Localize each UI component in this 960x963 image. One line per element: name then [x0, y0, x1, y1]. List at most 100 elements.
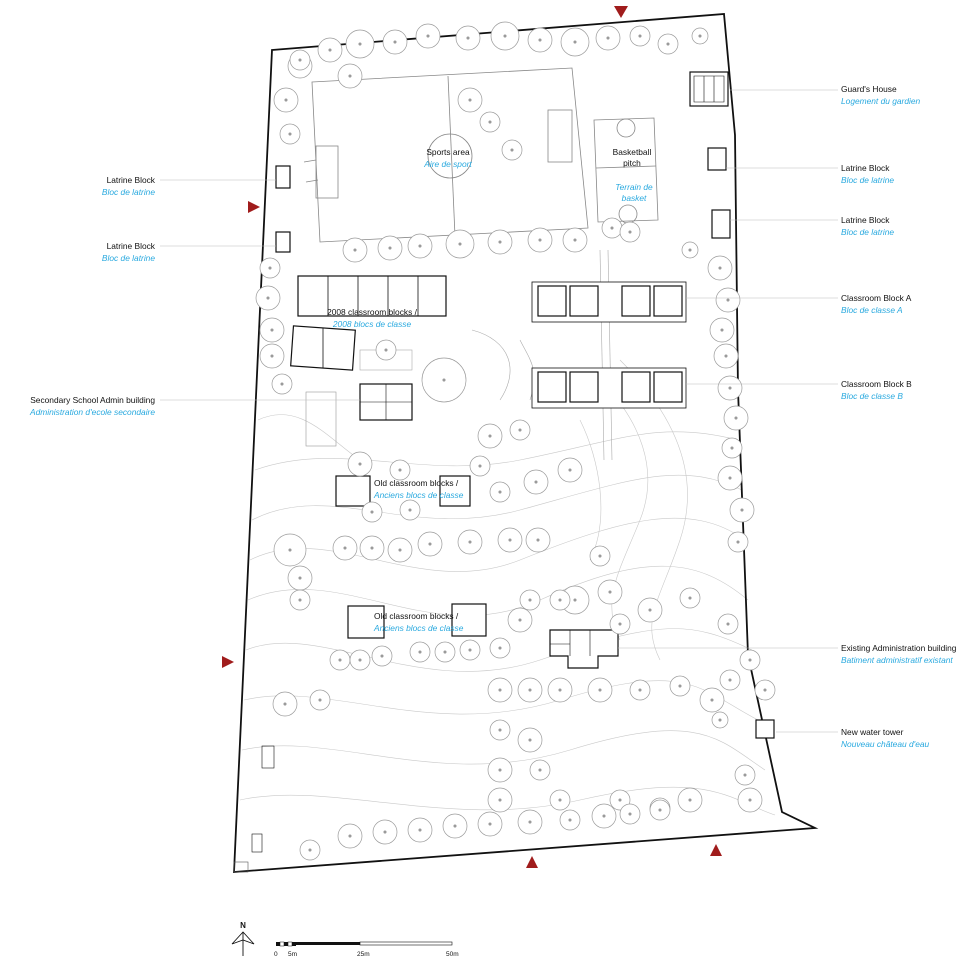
tree-trunk [398, 548, 402, 552]
guards-house-building [689, 71, 729, 107]
entrance-triangle-icon [614, 6, 628, 18]
tree-trunk [380, 654, 384, 658]
scale-bar: 0 5m 25m 50m [274, 941, 459, 958]
latrine-block-right-1 [707, 147, 727, 171]
tree-trunk [488, 434, 492, 438]
tree-trunk [468, 98, 472, 102]
basketball-pitch [593, 117, 659, 224]
entrance-triangle-icon [248, 201, 260, 213]
tree-trunk [426, 34, 430, 38]
tree-trunk [458, 242, 462, 246]
tree-trunk [370, 546, 374, 550]
tree-trunk [298, 576, 302, 580]
tree-trunk [638, 34, 642, 38]
basketball-label-1: Basketball [613, 147, 652, 157]
sports-area-label: Sports area [426, 147, 470, 157]
tree-trunk [618, 622, 622, 626]
tree-trunk [638, 688, 642, 692]
tree-trunk [370, 510, 374, 514]
entrance-triangle-icon [710, 844, 722, 856]
tree-trunk [678, 684, 682, 688]
tree-trunk [528, 598, 532, 602]
tree-trunk [468, 648, 472, 652]
guards-house-label: Guard's House [841, 84, 897, 94]
tree-trunk [724, 354, 728, 358]
tree-trunk [418, 244, 422, 248]
tree-trunk [288, 132, 292, 136]
tree-trunk [698, 34, 702, 38]
tree-trunk [568, 818, 572, 822]
tree-trunk [308, 848, 312, 852]
tree-trunk [666, 42, 670, 46]
tree-trunk [283, 702, 287, 706]
contour-lines [239, 359, 776, 816]
tree-trunk [538, 38, 542, 42]
tree-trunk [518, 428, 522, 432]
tree-trunk [443, 650, 447, 654]
tree-trunk [538, 768, 542, 772]
tree-trunk [498, 768, 502, 772]
water-tower-building [755, 719, 775, 739]
classroom-b-label: Classroom Block B [841, 379, 912, 389]
tree-trunk [343, 546, 347, 550]
sports-area [303, 67, 589, 243]
tree-trunk [498, 688, 502, 692]
boundary-corner-hatch [233, 861, 249, 873]
classroom-a-label: Classroom Block A [841, 293, 912, 303]
blocks-2008-label-fr: 2008 blocs de classe [332, 319, 412, 329]
tree-trunk [388, 246, 392, 250]
blocks-2008-label: 2008 classroom blocks / [327, 307, 418, 317]
tree-trunk [628, 812, 632, 816]
tree-trunk [568, 468, 572, 472]
tree-trunk [688, 248, 692, 252]
tree-trunk [338, 658, 342, 662]
classroom-2008-row1 [297, 275, 447, 317]
tree-trunk [498, 240, 502, 244]
tree-trunk [748, 798, 752, 802]
tree-trunk [534, 480, 538, 484]
tree-trunk [748, 658, 752, 662]
tree-trunk [268, 266, 272, 270]
basketball-label-fr-1: Terrain de [615, 182, 653, 192]
secondary-admin-label-fr: Administration d'ecole secondaire [29, 407, 155, 417]
tree-trunk [280, 382, 284, 386]
tree-trunk [508, 538, 512, 542]
tree-trunk [510, 148, 514, 152]
buildings [251, 71, 775, 853]
tree-trunk [353, 248, 357, 252]
trees [255, 21, 776, 861]
tree-trunk [358, 462, 362, 466]
tree-trunk [358, 42, 362, 46]
latrine-block-left-1 [275, 165, 291, 189]
tree-trunk [498, 728, 502, 732]
tree-trunk [270, 328, 274, 332]
tree-trunk [573, 598, 577, 602]
latrine-left-2-label-fr: Bloc de latrine [102, 253, 155, 263]
tree-trunk [558, 688, 562, 692]
tree-trunk [468, 540, 472, 544]
basketball-label-2: pitch [623, 158, 641, 168]
scale-tick-25m: 25m [357, 951, 370, 958]
tree-trunk [418, 650, 422, 654]
existing-admin-building [549, 629, 619, 669]
classroom-a-label-fr: Bloc de classe A [841, 305, 903, 315]
classroom-b-label-fr: Bloc de classe B [841, 391, 903, 401]
tree-trunk [348, 834, 352, 838]
tree-trunk [466, 36, 470, 40]
basketball-label-fr-2: basket [622, 193, 647, 203]
tree-trunk [503, 34, 507, 38]
tree-trunk [498, 798, 502, 802]
tree-trunk [743, 773, 747, 777]
tree-trunk [288, 548, 292, 552]
tree-trunk [328, 48, 332, 52]
water-tower-label-fr: Nouveau château d'eau [841, 739, 930, 749]
tree-trunk [598, 688, 602, 692]
latrine-left-1-label: Latrine Block [107, 175, 156, 185]
tree-trunk [453, 824, 457, 828]
tree-trunk [384, 348, 388, 352]
tree-trunk [718, 718, 722, 722]
latrine-right-1-label: Latrine Block [841, 163, 890, 173]
sports-area-label-fr: Aire de sport [423, 159, 472, 169]
guards-house-label-fr: Logement du gardien [841, 96, 920, 106]
tree-trunk [720, 328, 724, 332]
